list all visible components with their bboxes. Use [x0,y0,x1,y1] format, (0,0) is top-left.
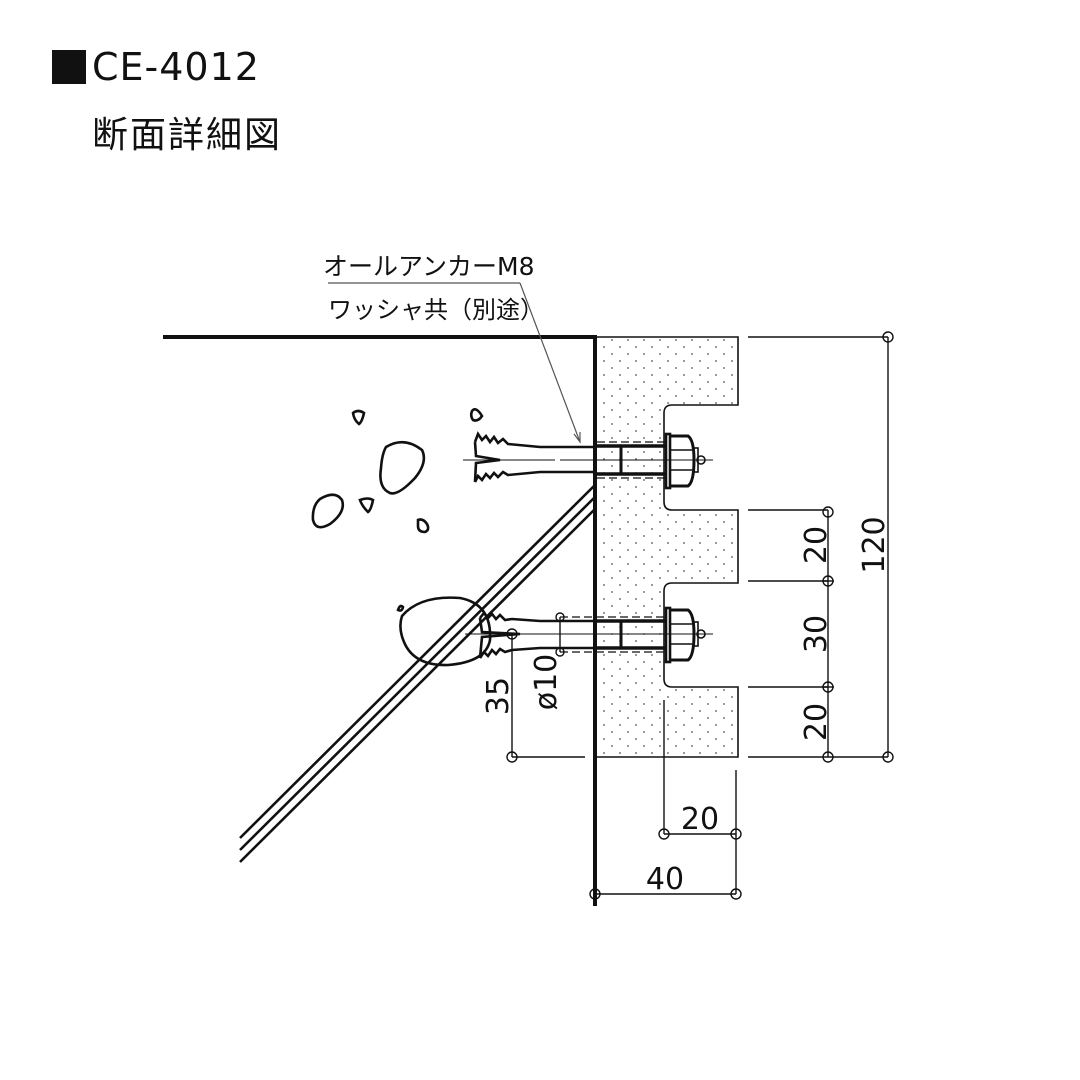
dim-lower-20: 20 [799,703,834,741]
dim-notch-20: 20 [681,802,719,837]
product-code: CE-4012 [92,45,260,89]
dim-hole-diameter: ø10 [529,654,564,711]
drawing-title: 断面詳細図 [92,115,283,156]
upper-anchor-bolt [463,431,713,490]
lower-anchor-bolt [465,606,713,664]
profile-section [597,336,739,758]
callout-washer-label: ワッシャ共（別途） [328,296,544,324]
dim-anchor-35: 35 [481,677,516,715]
title-row: CE-4012 [52,42,282,92]
callout-anchor-label: オールアンカーM8 [323,252,534,281]
dim-middle-30: 30 [799,615,834,653]
dim-upper-20: 20 [799,526,834,564]
anchor-dimension-lines [506,612,585,763]
title-block: CE-4012 断面詳細図 [52,42,282,158]
diagonal-crack-lines [239,484,596,863]
dim-overall-120: 120 [857,516,892,573]
right-dimension-lines [748,331,894,763]
callout-leader [328,282,581,444]
black-square-icon [52,50,86,84]
bottom-dimension-lines [589,700,742,900]
dim-depth-40: 40 [646,862,684,897]
